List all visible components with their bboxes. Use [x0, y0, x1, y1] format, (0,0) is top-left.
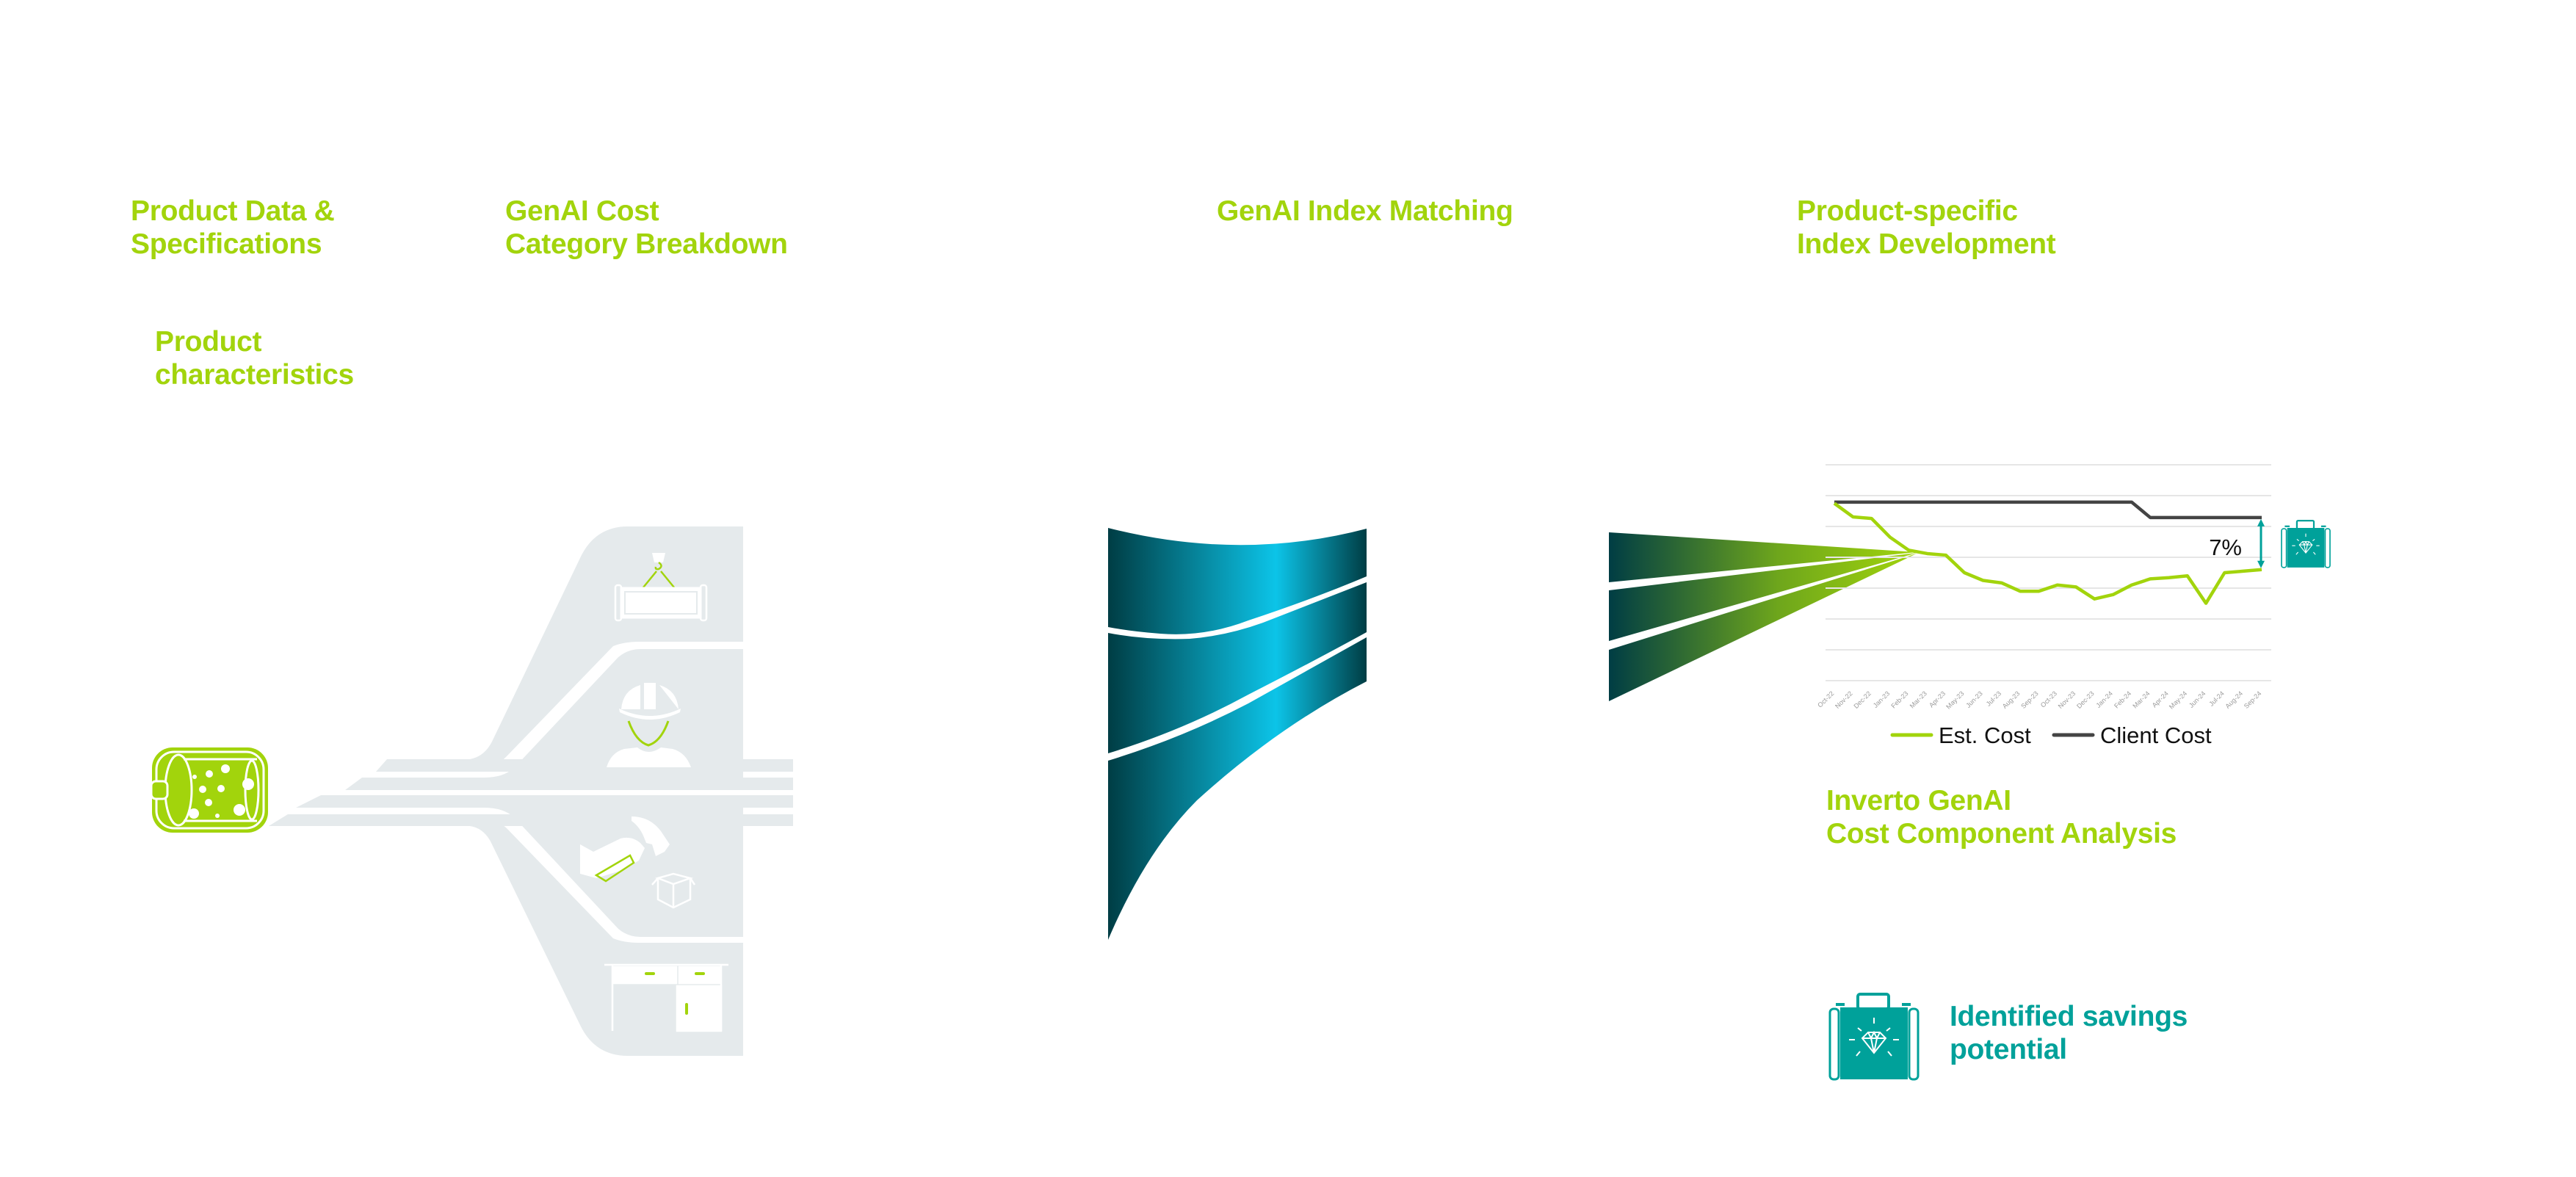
index-band [1108, 582, 1367, 753]
x-tick-label: Jul-24 [2207, 689, 2225, 707]
x-tick-label: Nov-22 [1834, 689, 1854, 710]
title-line: Identified savings [1950, 1001, 2188, 1032]
cost-category-funnel [269, 526, 793, 1056]
crane-lifting-pipe-icon [614, 553, 708, 622]
title-line: GenAI Cost [505, 195, 659, 227]
arrow-head-down-icon [2257, 560, 2265, 568]
series-line-est-cost [1833, 501, 2262, 605]
title-line: potential [1950, 1034, 2067, 1065]
x-tick-label: Jul-23 [1985, 689, 2002, 707]
arrow-head-up-icon [2257, 518, 2265, 526]
savings-percent-label: 7% [2209, 535, 2242, 560]
x-tick-label: Jun-23 [1964, 689, 1984, 709]
chart-legend: Est. Cost Client Cost [1890, 723, 2212, 748]
step-title-product-data: Product Data & Specifications [131, 195, 335, 261]
legend-label: Client Cost [2100, 723, 2212, 748]
x-tick-label: Dec-22 [1852, 689, 1873, 710]
step-title-index-matching: GenAI Index Matching [1217, 195, 1513, 228]
x-tick-label: Feb-24 [2113, 689, 2132, 709]
x-tick-label: Aug-24 [2224, 689, 2245, 710]
x-tick-label: Nov-23 [2057, 689, 2077, 710]
title-line: Product Data & [131, 195, 335, 227]
title-line: Inverto GenAI [1826, 785, 2011, 816]
x-tick-label: Feb-23 [1889, 689, 1909, 709]
product-characteristics-label: Product characteristics [155, 325, 354, 391]
x-tick-label: Oct-23 [2039, 689, 2058, 709]
x-tick-label: Apr-24 [2151, 689, 2170, 709]
x-tick-label: Jun-24 [2188, 689, 2207, 709]
index-development-fan [1609, 532, 1917, 701]
hand-hammer-box-icon [580, 816, 696, 909]
fan-band [1609, 553, 1917, 641]
chart-gridlines [1826, 464, 2271, 681]
title-line: Specifications [131, 228, 322, 260]
x-tick-label: Oct-22 [1816, 689, 1835, 709]
x-tick-label: Dec-23 [2075, 689, 2096, 710]
title-line: Index Development [1797, 228, 2056, 260]
product-roll-icon [150, 747, 268, 833]
step-title-index-development: Product-specific Index Development [1797, 195, 2056, 261]
x-tick-label: Mar-23 [1909, 689, 1928, 709]
index-matching-bands [1108, 528, 1367, 940]
title-line: characteristics [155, 359, 354, 391]
title-line: Product-specific [1797, 195, 2018, 227]
cost-band-overhead [470, 814, 743, 1056]
analysis-label: Inverto GenAI Cost Component Analysis [1826, 784, 2177, 850]
briefcase-diamond-icon [2281, 520, 2331, 568]
x-tick-label: Apr-23 [1928, 689, 1947, 709]
index-band [1108, 528, 1367, 634]
chart-series [1833, 500, 2262, 605]
x-tick-label: May-23 [1944, 689, 1965, 710]
title-line: Category Breakdown [505, 228, 788, 260]
title-line: Cost Component Analysis [1826, 818, 2177, 850]
x-tick-label: Jan-23 [1872, 689, 1892, 709]
x-tick-label: Sep-24 [2243, 689, 2263, 710]
x-tick-label: Sep-23 [2019, 689, 2040, 710]
desk-cabinet-icon [604, 963, 728, 1032]
legend-label: Est. Cost [1939, 723, 2031, 748]
fan-band [1609, 554, 1917, 701]
title-line: Product [155, 326, 262, 358]
title-line: GenAI Index Matching [1217, 195, 1513, 227]
x-tick-label: Aug-23 [2001, 689, 2022, 710]
fan-band [1609, 532, 1917, 582]
x-tick-label: Jan-24 [2094, 689, 2114, 709]
step-title-cost-category: GenAI Cost Category Breakdown [505, 195, 788, 261]
briefcase-diamond-icon [1828, 993, 1920, 1081]
x-tick-label: Mar-24 [2131, 689, 2151, 709]
gap-annotation: 7% [2209, 518, 2265, 568]
x-tick-label: May-24 [2168, 689, 2188, 710]
savings-label: Identified savings potential [1950, 1000, 2188, 1066]
series-line-client-cost [1834, 500, 2262, 520]
construction-worker-icon [607, 683, 691, 767]
index-band [1108, 637, 1367, 940]
